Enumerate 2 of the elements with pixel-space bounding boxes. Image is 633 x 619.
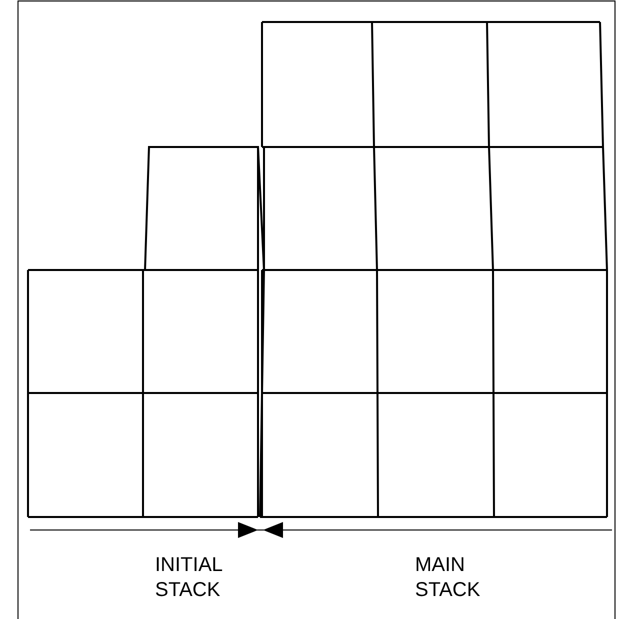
stack-label: INITIAL STACK bbox=[155, 553, 224, 603]
stack-label: MAIN STACK bbox=[415, 553, 482, 603]
